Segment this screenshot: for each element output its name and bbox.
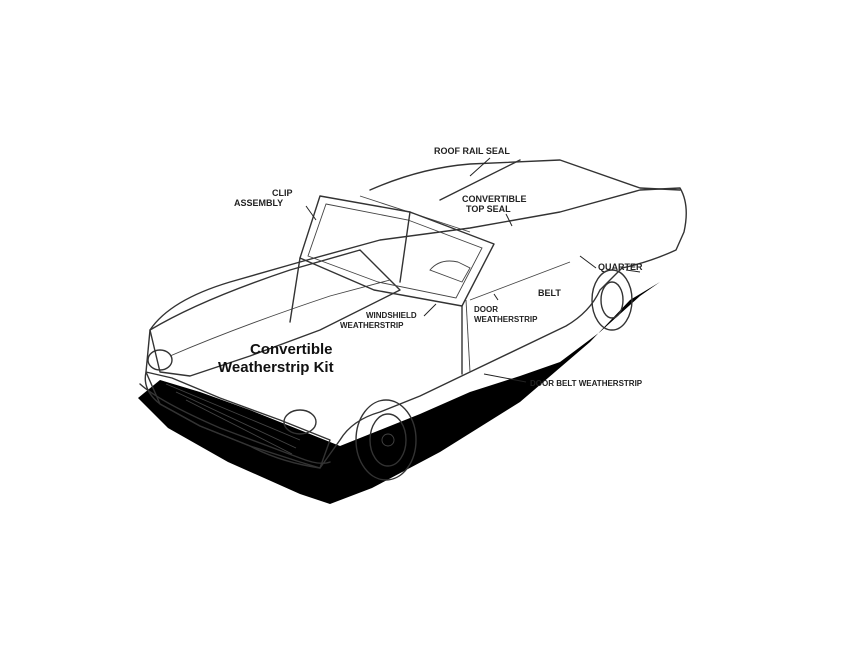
callout-top-seal: TOP SEAL — [466, 204, 511, 214]
callout-windshield-weatherstrip: WEATHERSTRIP — [340, 321, 404, 330]
callout-clip: CLIP — [272, 188, 293, 198]
callout-door-belt: DOOR BELT WEATHERSTRIP — [530, 379, 643, 388]
leader-lines — [305, 157, 641, 383]
windshield — [289, 195, 495, 375]
callout-door-weatherstrip: WEATHERSTRIP — [474, 315, 538, 324]
kit-title-line1: Convertible — [250, 341, 333, 358]
callout-belt: BELT — [538, 288, 561, 298]
kit-title-line2: Weatherstrip Kit — [218, 359, 334, 376]
callout-quarter: QUARTER — [598, 262, 643, 272]
callout-convertible: CONVERTIBLE — [462, 194, 527, 204]
callout-roof-rail: ROOF RAIL SEAL — [434, 146, 510, 156]
callout-assembly: ASSEMBLY — [234, 198, 283, 208]
car-shadow — [138, 282, 660, 504]
callout-door: DOOR — [474, 305, 498, 314]
car-body — [139, 159, 687, 481]
seat-outline — [429, 260, 471, 283]
callout-windshield: WINDSHIELD — [366, 311, 417, 320]
